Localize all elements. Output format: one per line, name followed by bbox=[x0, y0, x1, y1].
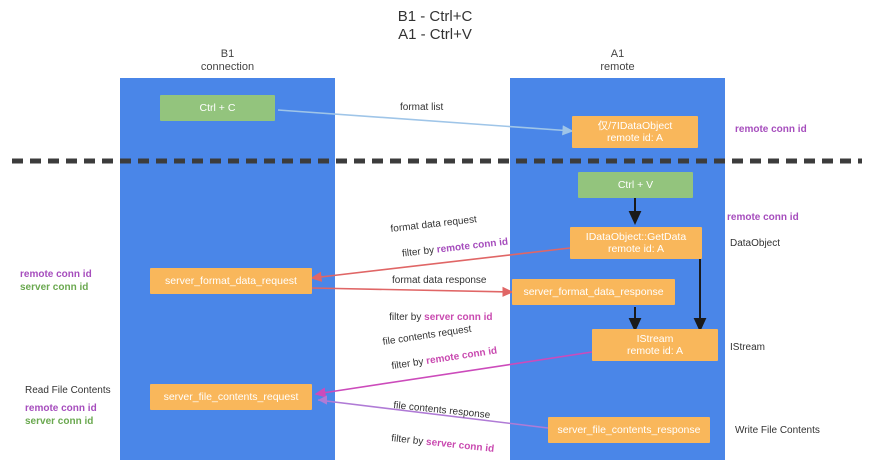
diagram-title: B1 - Ctrl+C A1 - Ctrl+V bbox=[397, 8, 473, 43]
node-idataobject[interactable]: 仅/7IDataObject remote id: A bbox=[572, 116, 698, 148]
flow-label-format-data-response: format data response bbox=[392, 275, 487, 286]
filter-prefix: filter by bbox=[389, 312, 425, 323]
filter-key-remote-conn-id: remote conn id bbox=[436, 236, 509, 256]
node-ctrl-c[interactable]: Ctrl + C bbox=[160, 95, 275, 121]
node-server-file-contents-request[interactable]: server_file_contents_request bbox=[150, 384, 312, 410]
filter-key-server-conn-id: server conn id bbox=[425, 436, 495, 455]
annotation-remote-conn-id-top: remote conn id bbox=[735, 124, 807, 135]
annotation-read-file-contents: Read File Contents bbox=[25, 385, 111, 396]
filter-key-remote-conn-id: remote conn id bbox=[425, 345, 498, 367]
node-server-format-data-request[interactable]: server_format_data_request bbox=[150, 268, 312, 294]
filter-prefix: filter by bbox=[401, 244, 438, 260]
node-ctrl-v[interactable]: Ctrl + V bbox=[578, 172, 693, 198]
annotation-left-server-conn-id-mid: server conn id bbox=[20, 282, 89, 293]
flow-label-file-contents-response-filter: filter by server conn id bbox=[378, 420, 496, 468]
node-idataobject-getdata[interactable]: IDataObject::GetData remote id: A bbox=[570, 227, 702, 259]
annotation-left-server-conn-id-bottom: server conn id bbox=[25, 416, 94, 427]
arrow-format-data-response bbox=[311, 286, 514, 297]
filter-prefix: filter by bbox=[390, 356, 428, 373]
annotation-remote-conn-id-mid: remote conn id bbox=[727, 212, 799, 223]
node-server-file-contents-response[interactable]: server_file_contents_response bbox=[548, 417, 710, 443]
flow-label-file-contents-response: file contents response bbox=[392, 400, 491, 422]
node-istream[interactable]: IStream remote id: A bbox=[592, 329, 718, 361]
flow-label-format-data-response-filter: filter by server conn id bbox=[378, 300, 493, 336]
annotation-left-remote-conn-id-mid: remote conn id bbox=[20, 269, 92, 280]
annotation-dataobject: DataObject bbox=[730, 238, 781, 249]
filter-key-server-conn-id: server conn id bbox=[424, 312, 493, 323]
filter-prefix: filter by bbox=[390, 433, 427, 448]
column-header-b1: B1 connection bbox=[200, 48, 255, 73]
annotation-istream: IStream bbox=[730, 342, 766, 353]
flow-label-format-list: format list bbox=[400, 102, 444, 113]
annotation-left-remote-conn-id-bottom: remote conn id bbox=[25, 403, 97, 414]
node-server-format-data-response[interactable]: server_format_data_response bbox=[512, 279, 675, 305]
annotation-write-file-contents: Write File Contents bbox=[735, 425, 820, 436]
column-header-a1: A1 remote bbox=[600, 48, 635, 73]
